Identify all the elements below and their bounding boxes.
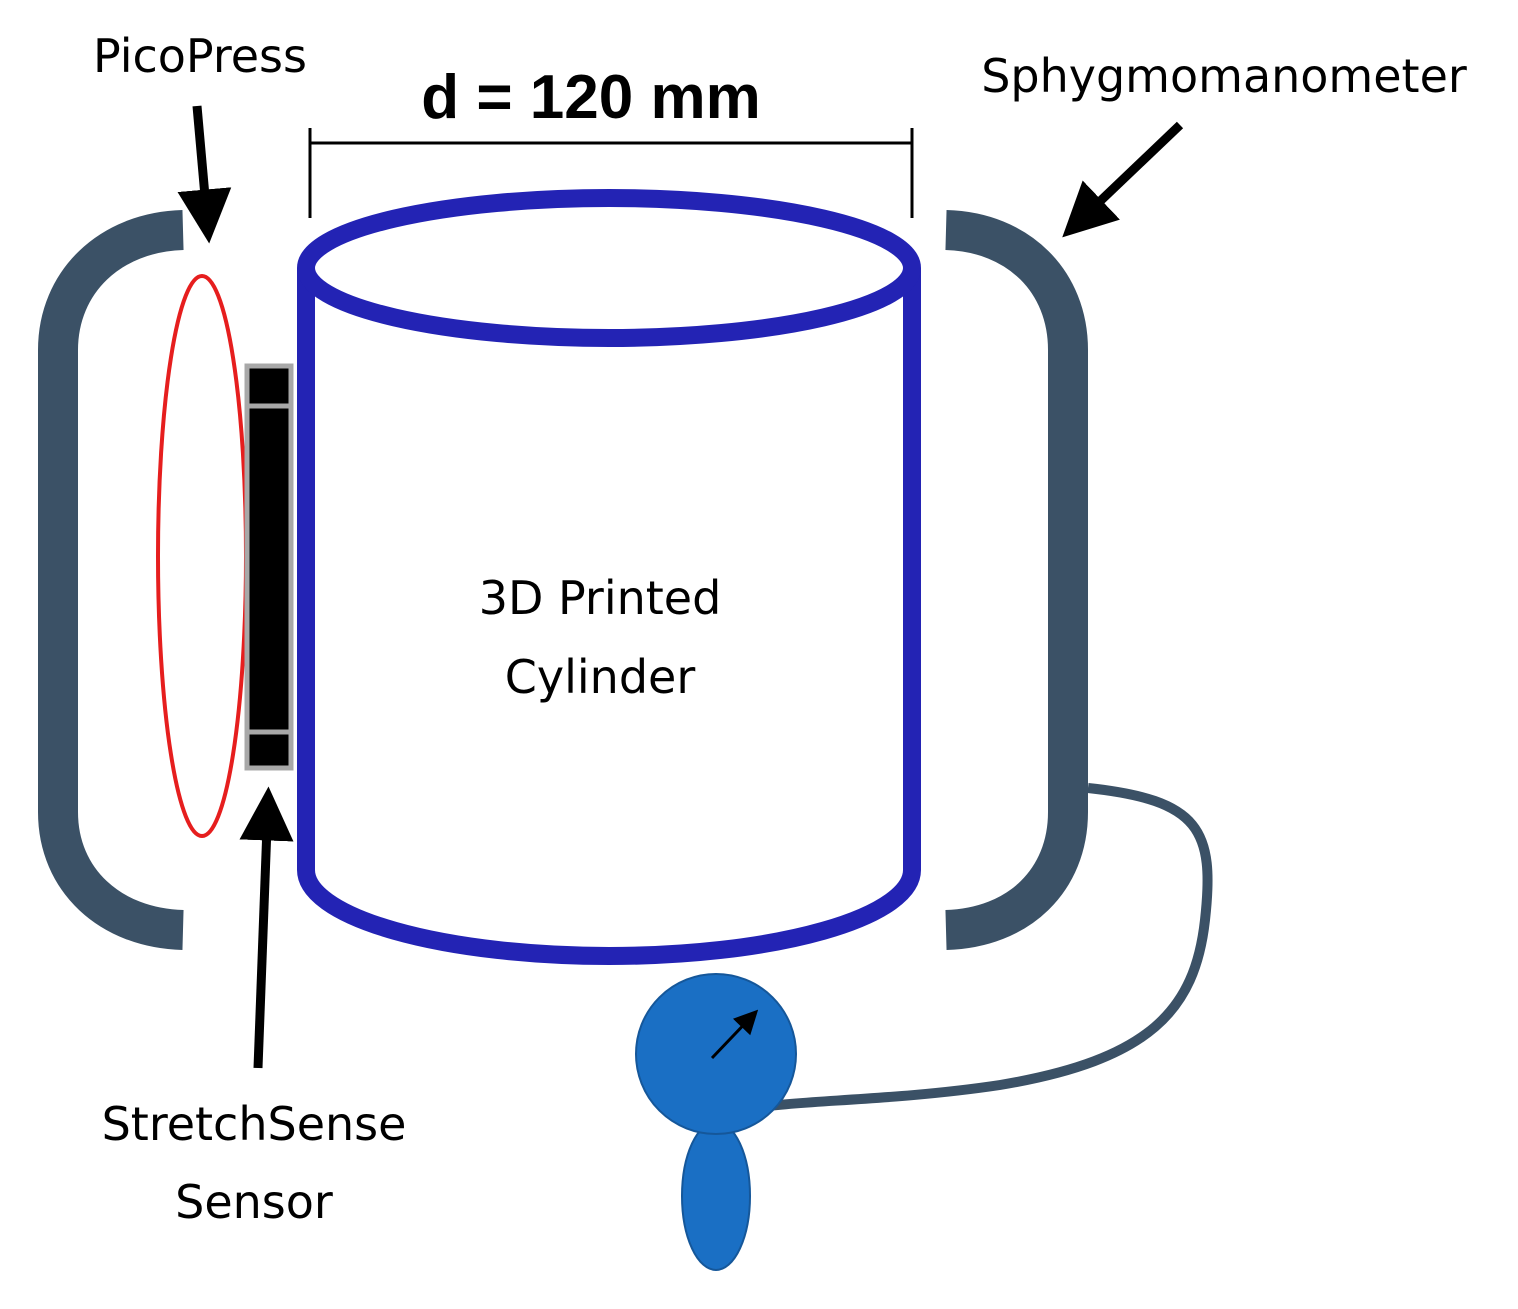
stretchsense-sensor xyxy=(244,363,294,771)
cylinder-label-line2: Cylinder xyxy=(505,650,696,704)
sphygmomanometer-hose xyxy=(759,783,1213,1112)
sensor-label-line2: Sensor xyxy=(175,1175,333,1229)
stretchsense-arrow xyxy=(239,786,294,1069)
sphygmomanometer-label: Sphygmomanometer xyxy=(981,49,1467,103)
cuff-left-bracket xyxy=(38,210,185,950)
sphygmomanometer-arrow xyxy=(1062,121,1184,238)
printed-cylinder xyxy=(297,189,921,965)
dimension-line xyxy=(308,128,914,218)
cuff-right-bracket xyxy=(944,210,1088,950)
pressure-bulb xyxy=(635,973,797,1271)
sensor-label-line1: StretchSense xyxy=(102,1097,407,1151)
picopress-arrow xyxy=(177,105,232,244)
dimension-label: d = 120 mm xyxy=(421,63,760,132)
picopress-label: PicoPress xyxy=(93,29,307,83)
gauge-needle-icon xyxy=(710,1009,759,1060)
cylinder-label-line1: 3D Printed xyxy=(479,571,722,625)
picopress-sensor xyxy=(156,274,248,838)
